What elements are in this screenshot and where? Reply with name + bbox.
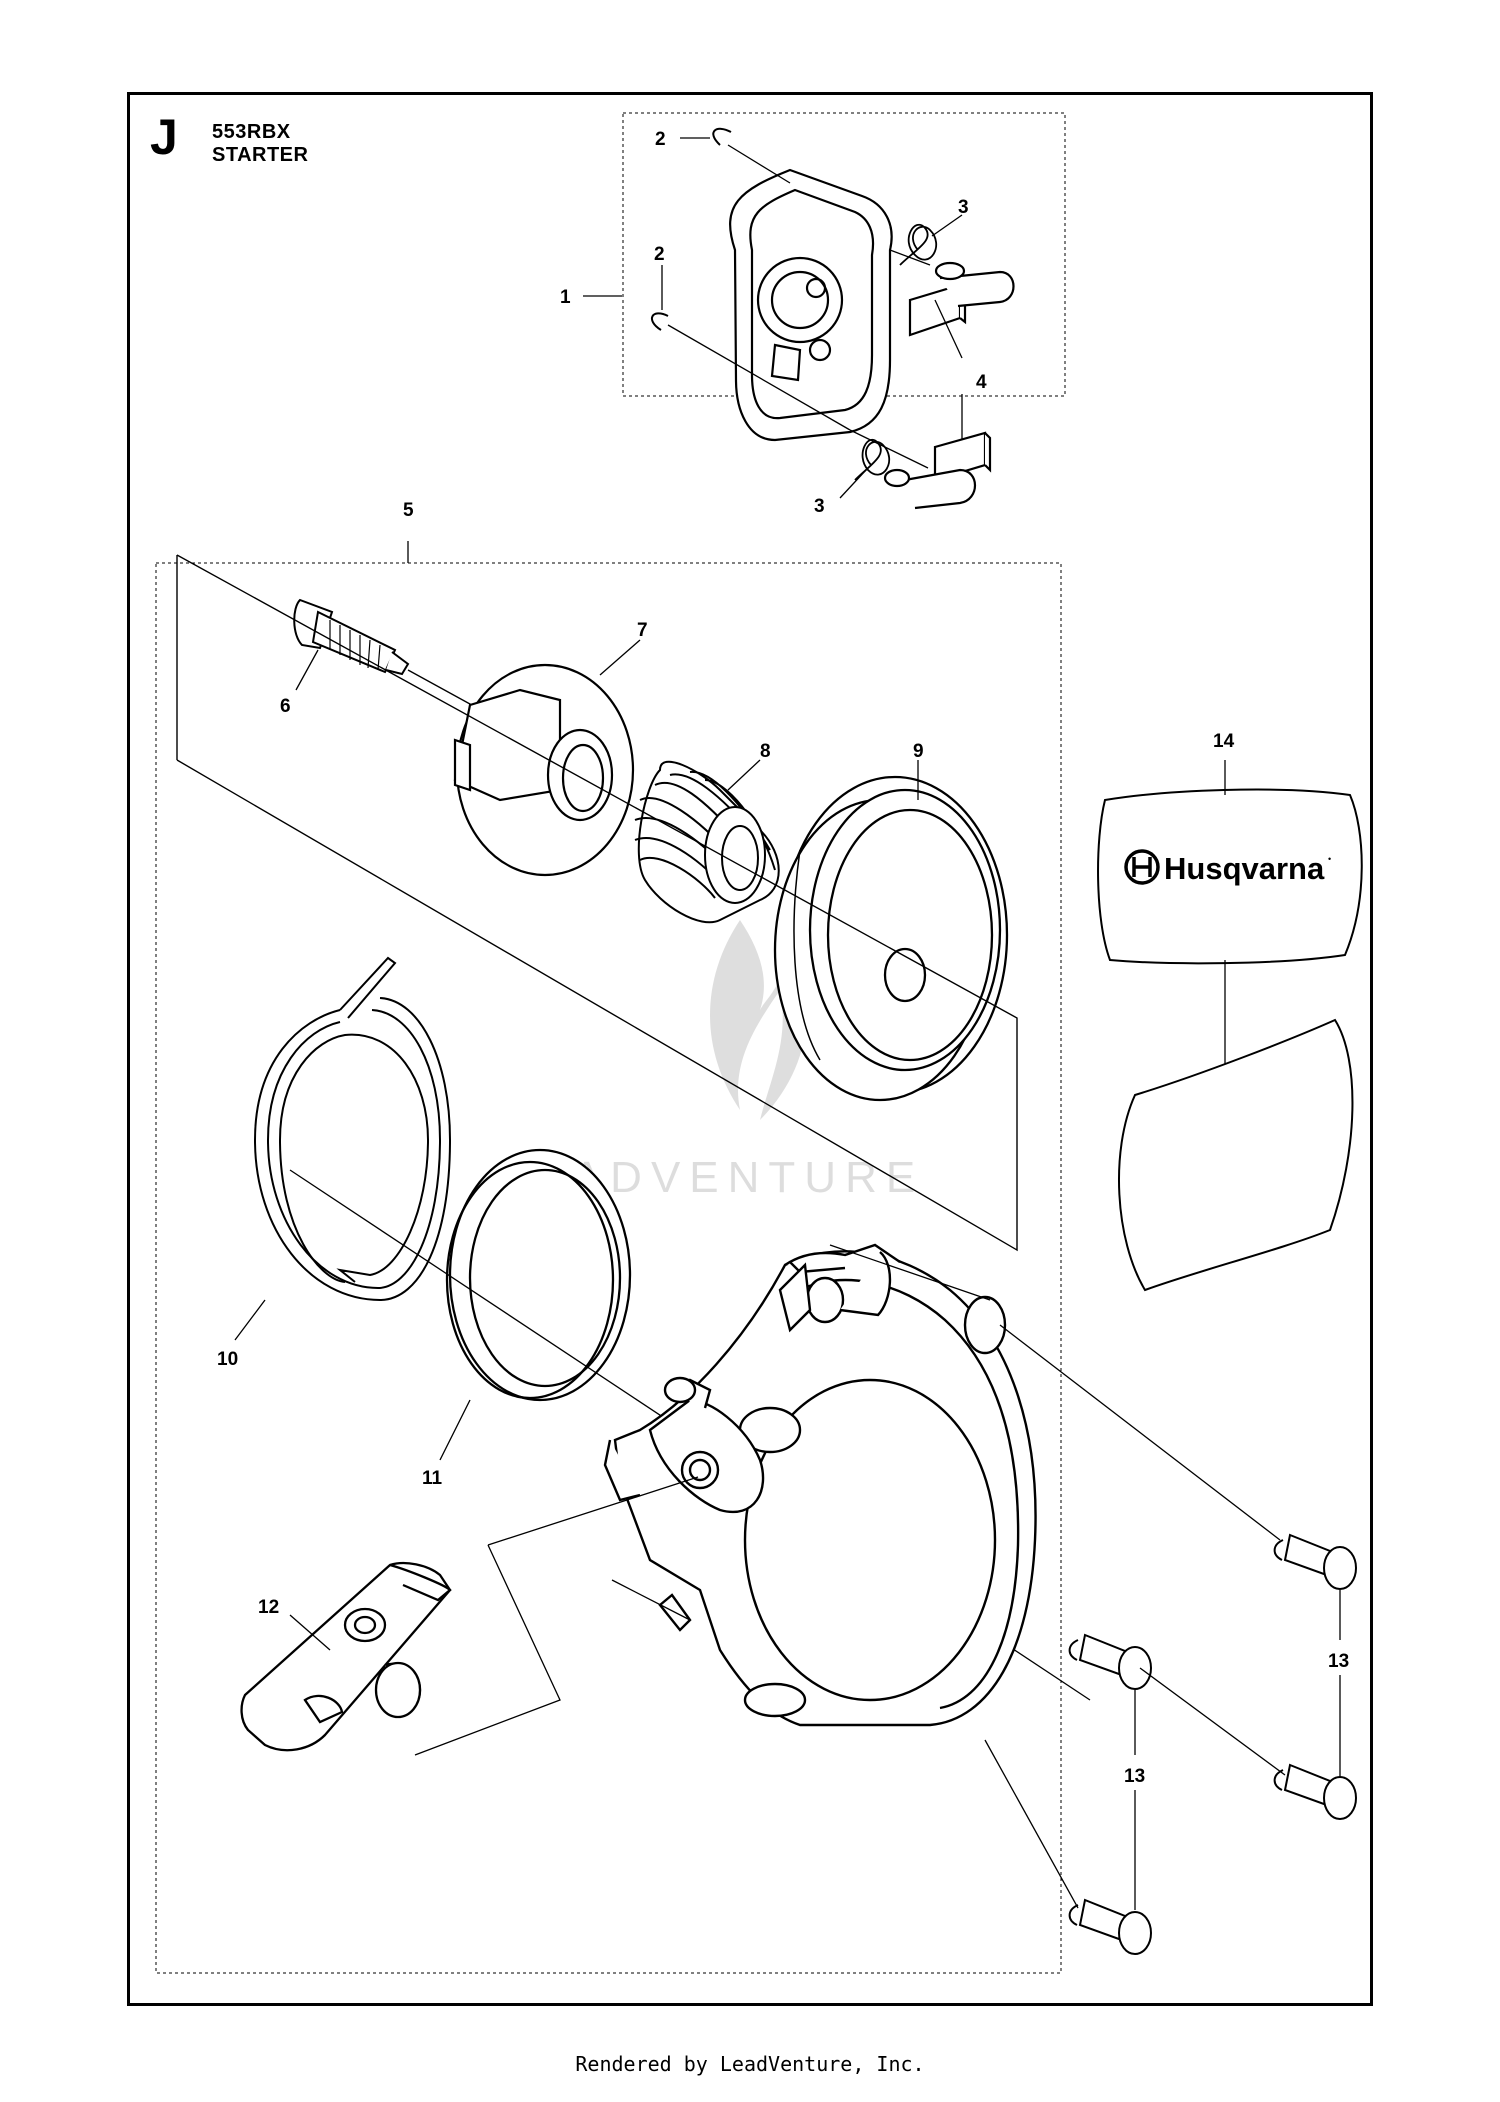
husqvarna-logo-icon	[1124, 849, 1160, 885]
housing-mount-line	[611, 1579, 691, 1621]
leader-lines-screws	[984, 1324, 1341, 1910]
callout-6: 6	[280, 696, 291, 717]
spring-hub	[453, 663, 635, 877]
callout-13-right: 13	[1328, 1651, 1349, 1672]
retaining-clip-upper	[712, 127, 732, 146]
model-name: 553RBX	[212, 121, 291, 143]
center-bolt	[293, 598, 410, 676]
pawl-spring-upper	[899, 223, 938, 266]
watermark-flame-icon	[710, 920, 807, 1120]
callout-8: 8	[760, 741, 771, 762]
callout-numbers: 1 2 2 3 3 4 5 6 7 8 9 10 11 12 13 13 14	[217, 129, 1349, 1787]
callout-4: 4	[976, 372, 987, 393]
pawl-lower	[883, 431, 992, 510]
callout-3-upper: 3	[958, 197, 969, 218]
callout-5: 5	[403, 500, 414, 521]
callout-11: 11	[422, 1468, 443, 1489]
section-letter: J	[150, 109, 178, 165]
housing-edge-line	[829, 1244, 991, 1301]
rope-pulley	[773, 775, 1009, 1102]
callout-10: 10	[217, 1349, 238, 1370]
pulley-hub	[729, 168, 893, 442]
callout-3-lower: 3	[814, 496, 825, 517]
starter-housing	[603, 1243, 1037, 1727]
recoil-wire-spring	[253, 956, 452, 1302]
screw-middle	[1068, 1633, 1152, 1690]
render-credit: Rendered by LeadVenture, Inc.	[575, 2052, 925, 2076]
pawl-spring-lower	[854, 439, 891, 481]
washer	[445, 1148, 632, 1402]
husqvarna-decal: Husqvarna •	[1097, 788, 1363, 965]
assembly-name: STARTER	[212, 144, 309, 166]
handle-connector-outline	[414, 1476, 699, 1756]
model-title: 553RBX STARTER	[212, 121, 308, 167]
pawl-kit-group-box	[622, 112, 1066, 397]
callout-14: 14	[1213, 731, 1235, 752]
screw-lower-right	[1273, 1763, 1357, 1820]
screw-upper-right	[1273, 1533, 1357, 1590]
leader-lines-pawl-kit	[583, 137, 963, 499]
retaining-clip-lower	[650, 312, 669, 331]
callout-2-lower: 2	[654, 244, 665, 265]
callout-13-lower: 13	[1124, 1766, 1145, 1787]
callout-7: 7	[637, 620, 648, 641]
callout-9: 9	[913, 741, 924, 762]
callout-2-upper: 2	[655, 129, 666, 150]
pawl-upper	[908, 261, 1015, 337]
callout-12: 12	[258, 1597, 279, 1618]
starter-assembly-group-box	[155, 562, 1062, 1974]
registered-mark: •	[1328, 854, 1331, 864]
decal-backing-sheet	[1118, 1018, 1354, 1292]
screw-bottom	[1068, 1898, 1152, 1955]
leader-lines-starter	[234, 639, 919, 1651]
starter-handle	[240, 1561, 452, 1752]
recoil-spring	[634, 760, 780, 924]
diagram-frame	[127, 92, 1373, 2006]
callout-1: 1	[560, 287, 571, 308]
decal-brand-text: Husqvarna	[1164, 851, 1325, 886]
sub-assembly-outline	[176, 554, 1018, 1252]
